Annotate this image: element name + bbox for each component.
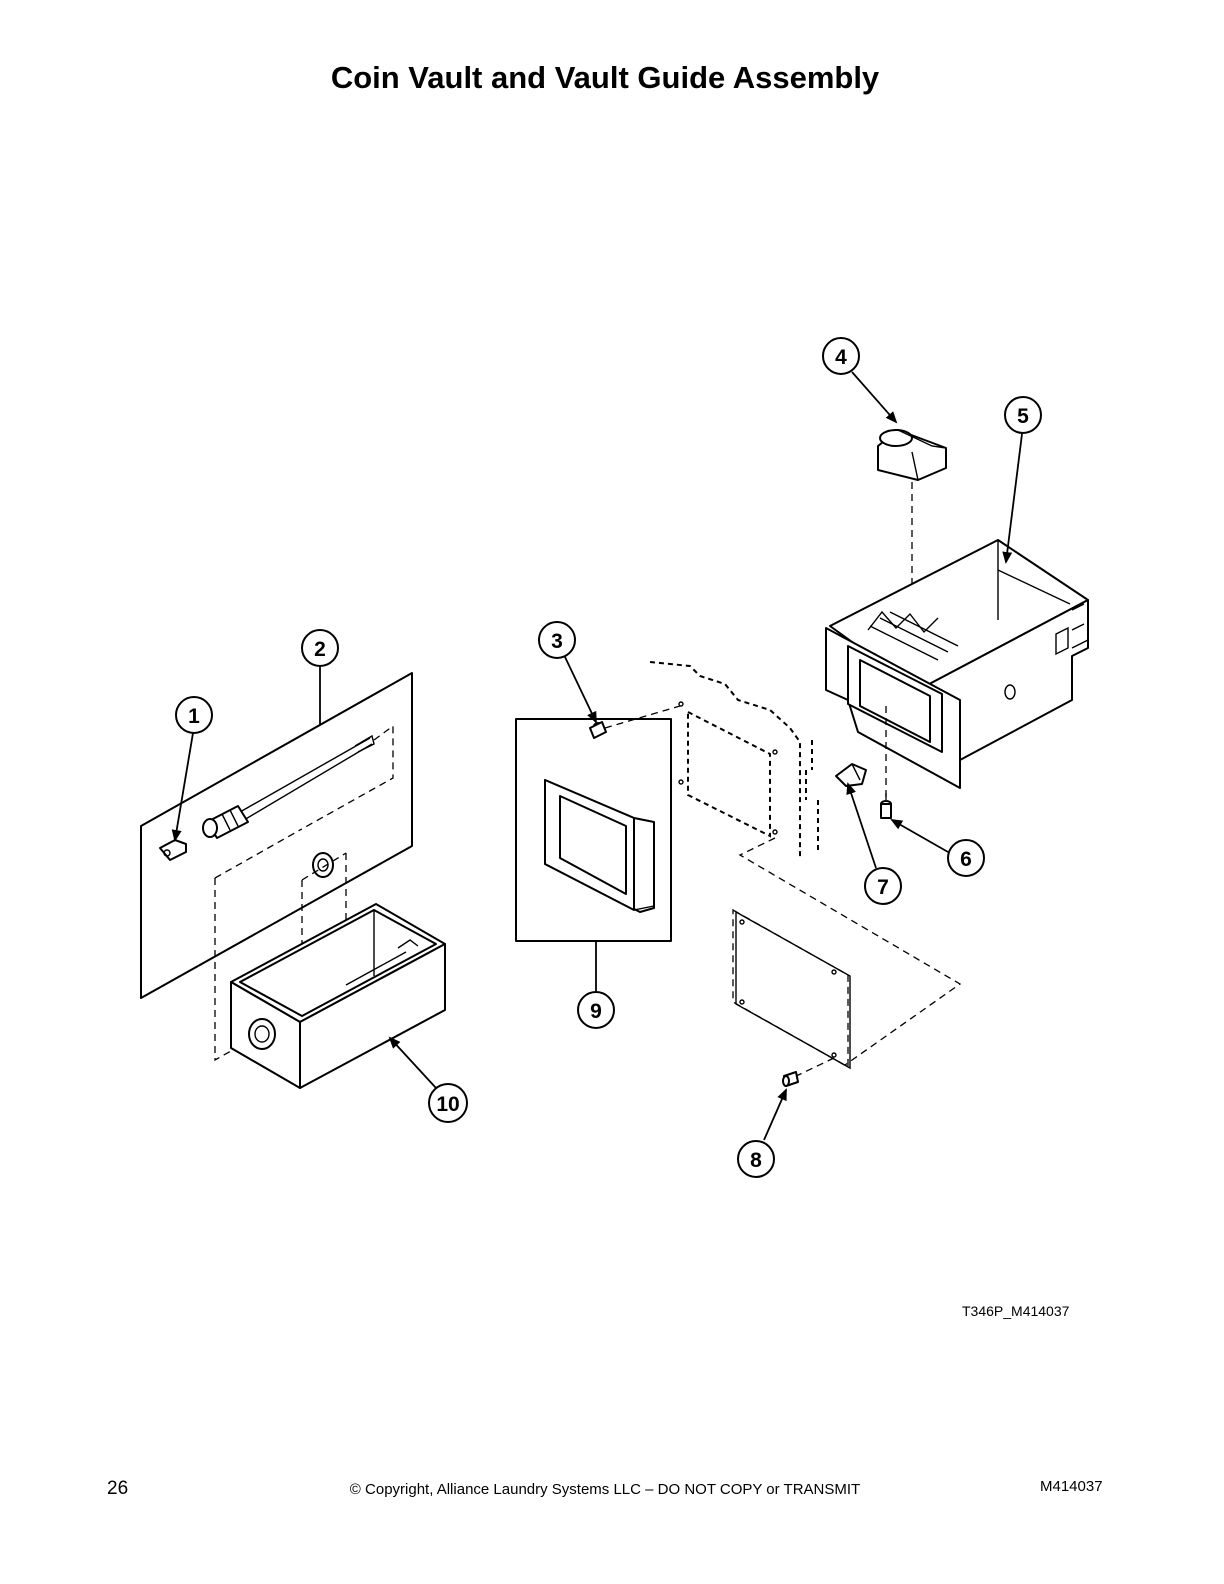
callout-6: 6 — [947, 839, 985, 877]
callout-label-7: 7 — [877, 876, 889, 899]
callout-5: 5 — [1004, 396, 1042, 434]
callout-label-4: 4 — [835, 346, 847, 369]
lock-panel-backdrop — [140, 672, 413, 999]
callout-8: 8 — [737, 1140, 775, 1178]
chute-screw — [880, 800, 892, 819]
callout-label-10: 10 — [436, 1093, 459, 1116]
frame-screw — [589, 721, 607, 739]
callout-label-6: 6 — [960, 848, 972, 871]
lock-panel-group — [140, 672, 446, 1089]
callout-3: 3 — [538, 621, 576, 659]
chute-insert — [877, 429, 947, 481]
callout-2: 2 — [301, 629, 339, 667]
copyright-notice: © Copyright, Alliance Laundry Systems LL… — [349, 1481, 861, 1498]
coin-chute-housing — [825, 539, 1089, 800]
vault-guide-frame — [544, 779, 655, 913]
coin-chute-group — [825, 429, 1089, 819]
leader-lines — [171, 371, 1023, 1141]
callout-7: 7 — [864, 867, 902, 905]
vault-guide-frame-group — [515, 661, 962, 1066]
chute-clip — [835, 763, 867, 787]
document-number: M414037 — [1040, 1478, 1103, 1495]
callout-1: 1 — [175, 696, 213, 734]
callout-label-5: 5 — [1017, 405, 1029, 428]
vault-nut — [312, 852, 334, 878]
callout-4: 4 — [822, 337, 860, 375]
callout-label-9: 9 — [590, 1000, 602, 1023]
callout-label-2: 2 — [314, 638, 326, 661]
drawing-id: T346P_M414037 — [962, 1303, 1070, 1319]
page-number: 26 — [107, 1478, 129, 1499]
callout-9: 9 — [577, 991, 615, 1029]
callout-label-3: 3 — [551, 630, 563, 653]
mounting-plate — [732, 908, 851, 1087]
page-title: Coin Vault and Vault Guide Assembly — [330, 60, 880, 95]
coin-vault-box — [230, 903, 446, 1089]
callout-label-8: 8 — [750, 1149, 762, 1172]
callout-10: 10 — [428, 1083, 468, 1123]
plate-screw — [782, 1071, 799, 1087]
callout-label-1: 1 — [188, 705, 200, 728]
